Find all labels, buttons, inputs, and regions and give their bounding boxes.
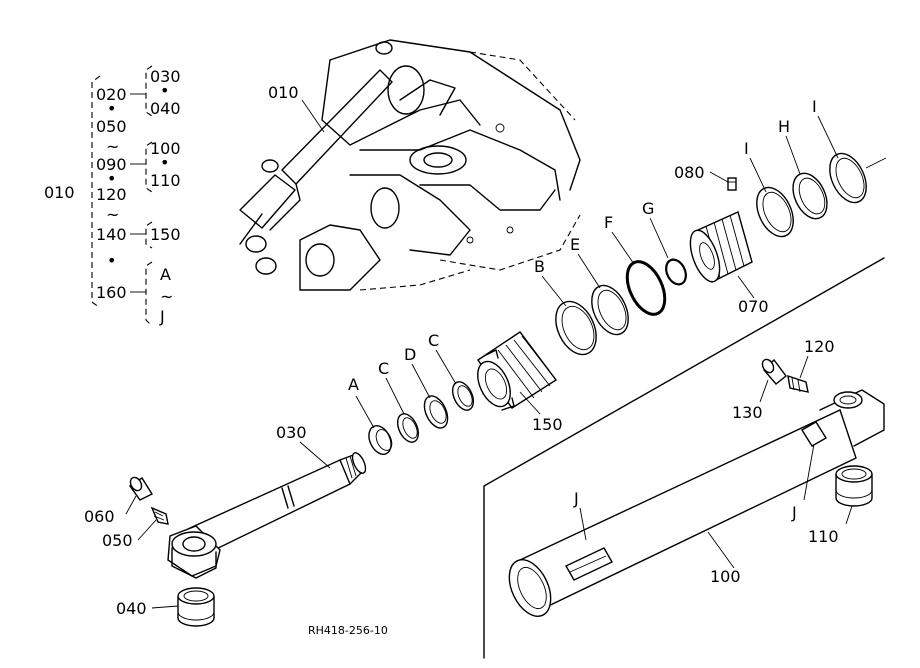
callout-110: 110 [808,527,839,546]
callout-b: B [534,257,545,276]
bushing-110 [835,465,873,507]
leader-lines [125,99,853,609]
callout-060: 060 [84,507,115,526]
cylinder-tube-100 [508,389,885,617]
cylinder-head-150 [477,331,558,411]
tree-branch-150: 150 [150,225,181,244]
bushing-040 [177,587,215,627]
tree-dot: • [107,251,116,270]
tree-tilde: ~ [106,137,119,156]
tree-main-2: 050 [96,117,127,136]
callout-j-1: J [573,489,579,508]
tree-main-4: 120 [96,185,127,204]
callout-150: 150 [532,415,563,434]
ring-i-2 [829,152,867,204]
tree-main-3: 090 [96,155,127,174]
callout-g: G [642,199,654,218]
piston-070 [689,211,753,284]
callout-120: 120 [804,337,835,356]
seal-a [368,425,393,455]
drawing-code: RH418-256-10 [308,624,388,637]
tree-branch-a: A [160,265,171,284]
tree-branch-100: 100 [150,139,181,158]
seal-d [423,395,449,429]
callout-030: 030 [276,423,307,442]
grease-fitting-120 [787,374,809,393]
callout-c-1: C [378,359,389,378]
callout-f: F [604,213,613,232]
tree-main-1: 020 [96,85,127,104]
callout-labels: 010 030 040 050 060 070 080 100 110 120 … [84,83,839,618]
o-ring-g [665,258,687,286]
ring-h [792,172,828,220]
tree-branch-030: 030 [150,67,181,86]
tree-tilde: ~ [160,287,173,306]
tree-root: 010 [44,183,75,202]
callout-a: A [348,375,359,394]
callout-100: 100 [710,567,741,586]
ring-c-1 [396,413,420,443]
callout-e: E [570,235,580,254]
piston-rod-030 [167,452,367,579]
cap-060 [129,476,154,501]
o-ring-f [625,260,667,316]
tube-panel [483,257,885,659]
callout-050: 050 [102,531,133,550]
tree-tilde: ~ [106,205,119,224]
tree-dot: • [107,99,116,118]
callout-i-2: I [812,97,817,116]
tree-main-5: 140 [96,225,127,244]
tree-dot: • [160,153,169,172]
tree-branch-040: 040 [150,99,181,118]
callout-j-2: J [791,503,797,522]
callout-d: D [404,345,416,364]
cap-130 [761,358,787,385]
callout-040: 040 [116,599,147,618]
callout-130: 130 [732,403,763,422]
grease-fitting-050 [150,506,169,525]
callout-c-2: C [428,331,439,350]
tree-branch-j: J [159,307,165,326]
ring-c-2 [451,381,475,411]
seal-b [555,300,597,356]
tree-dot: • [107,169,116,188]
machine-frame [239,39,581,291]
callout-080: 080 [674,163,705,182]
set-screw-080 [727,177,737,191]
tree-dot: • [160,81,169,100]
callout-h: H [778,117,790,136]
tree-main-6: 160 [96,283,127,302]
parts-tree: 010 020 • 050 ~ 090 • 120 ~ 140 • 160 03… [44,65,181,327]
callout-070: 070 [738,297,769,316]
rod-axis-line [865,157,887,169]
tree-branch-110: 110 [150,171,181,190]
callout-010: 010 [268,83,299,102]
callout-i-1: I [744,139,749,158]
